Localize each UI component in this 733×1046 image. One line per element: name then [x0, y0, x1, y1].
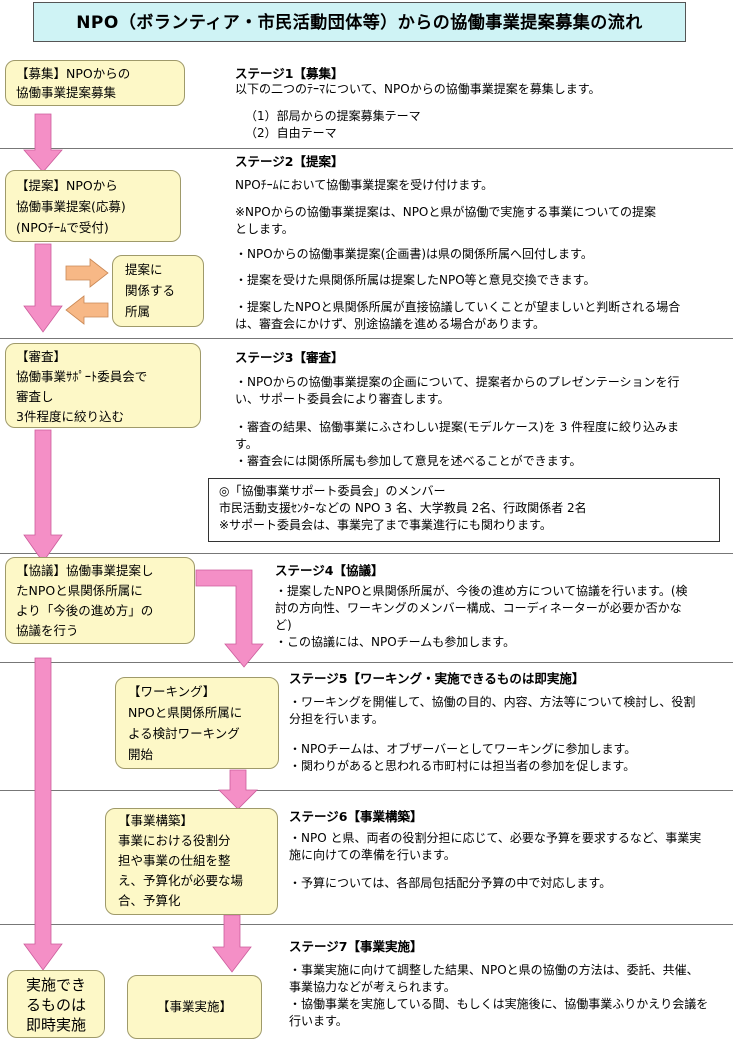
stage-6-text: ・予算については、各部局包括配分予算の中で対応します。 [289, 876, 612, 890]
flow-arrow-down [23, 113, 63, 173]
stage-2-text: NPOﾁｰﾑにおいて協働事業提案を受け付けます。 [235, 178, 494, 192]
working-box: 【ワーキング】 NPOと県関係所属に よる検討ワーキング 開始 [115, 677, 279, 769]
stage-divider [0, 790, 733, 791]
stage-5-heading: ステージ5【ワーキング・実施できるものは即実施】 [289, 671, 585, 686]
recruit-box: 【募集】NPOからの 協働事業提案募集 [5, 60, 185, 106]
flow-arrow-down [23, 243, 63, 333]
flow-arrow-down [218, 769, 258, 810]
stage-6-text: ・NPO と県、両者の役割分担に応じて、必要な予算を要求するなど、事業実 施に向… [289, 831, 702, 862]
flow-arrow-down [23, 657, 63, 971]
flow-arrow-elbow [195, 569, 264, 668]
stage-7-text: ・事業実施に向けて調整した結果、NPOと県の協働の方法は、委託、共催、 事業協力… [289, 963, 709, 1028]
stage-divider [0, 553, 733, 554]
orange-arrow-right [65, 258, 109, 288]
stage-5-text: ・ワーキングを開催して、協働の目的、内容、方法等について検討し、役割 分担を行い… [289, 695, 696, 726]
stage-4-heading: ステージ4【協議】 [275, 563, 384, 578]
stage-3-text: ・NPOからの協働事業提案の企画について、提案者からのプレゼンテーションを行 い… [235, 375, 680, 406]
stage-1-heading: ステージ1【募集】 [235, 66, 344, 81]
committee-note: ◎「協働事業サポート委員会」のメンバー 市民活動支援ｾﾝﾀｰなどの NPO 3 … [208, 478, 720, 542]
stage-2-text: ・提案を受けた県関係所属は提案したNPO等と意見交換できます。 [235, 273, 596, 287]
stage-1-text: 以下の二つのﾃｰﾏについて、NPOからの協働事業提案を募集します。 [235, 82, 601, 96]
implement-box: 【事業実施】 [127, 975, 262, 1039]
stage-4-text: ・提案したNPOと県関係所属が、今後の進め方について協議を行います。(検 討の方… [275, 584, 688, 649]
flow-arrow-down [23, 429, 63, 563]
stage-1-themes: （1）部局からの提案募集テーマ （2）自由テーマ [245, 109, 421, 140]
stage-7-heading: ステージ7【事業実施】 [289, 939, 423, 954]
flow-arrow-down [212, 914, 252, 973]
stage-2-text: ・NPOからの協働事業提案(企画書)は県の関係所属へ回付します。 [235, 247, 593, 261]
stage-2-text: ※NPOからの協働事業提案は、NPOと県が協働で実施する事業についての提案 とし… [235, 205, 657, 236]
forward-box: 提案に 関係する 所属 [112, 255, 204, 327]
proposal-box: 【提案】NPOから 協働事業提案(応募) (NPOﾁｰﾑで受付) [5, 170, 181, 242]
stage-5-text: ・NPOチームは、オブザーバーとしてワーキングに参加します。 ・関わりがあると思… [289, 742, 637, 773]
orange-arrow-left [65, 295, 109, 325]
page-title: NPO（ボランティア・市民活動団体等）からの協働事業提案募集の流れ [33, 2, 686, 42]
stage-6-heading: ステージ6【事業構築】 [289, 809, 423, 824]
construct-box: 【事業構築】 事業における役割分 担や事業の仕組を整 え、予算化が必要な場 合、… [105, 808, 278, 915]
stage-2-heading: ステージ2【提案】 [235, 154, 344, 169]
stage-divider [0, 338, 733, 339]
immediate-box: 実施でき るものは 即時実施 [7, 970, 105, 1038]
stage-divider [0, 662, 733, 663]
review-box: 【審査】 協働事業ｻﾎﾟｰﾄ委員会で 審査し 3件程度に絞り込む [5, 343, 201, 428]
stage-3-heading: ステージ3【審査】 [235, 350, 344, 365]
stage-3-text: ・審査の結果、協働事業にふさわしい提案(モデルケース)を 3 件程度に絞り込みま… [235, 420, 680, 468]
stage-2-text: ・提案したNPOと県関係所属が直接協議していくことが望ましいと判断される場合 は… [235, 300, 681, 331]
stage-divider [0, 924, 733, 925]
stage-divider [0, 148, 733, 149]
consult-box: 【協議】協働事業提案し たNPOと県関係所属に より「今後の進め方」の 協議を行… [5, 557, 195, 644]
